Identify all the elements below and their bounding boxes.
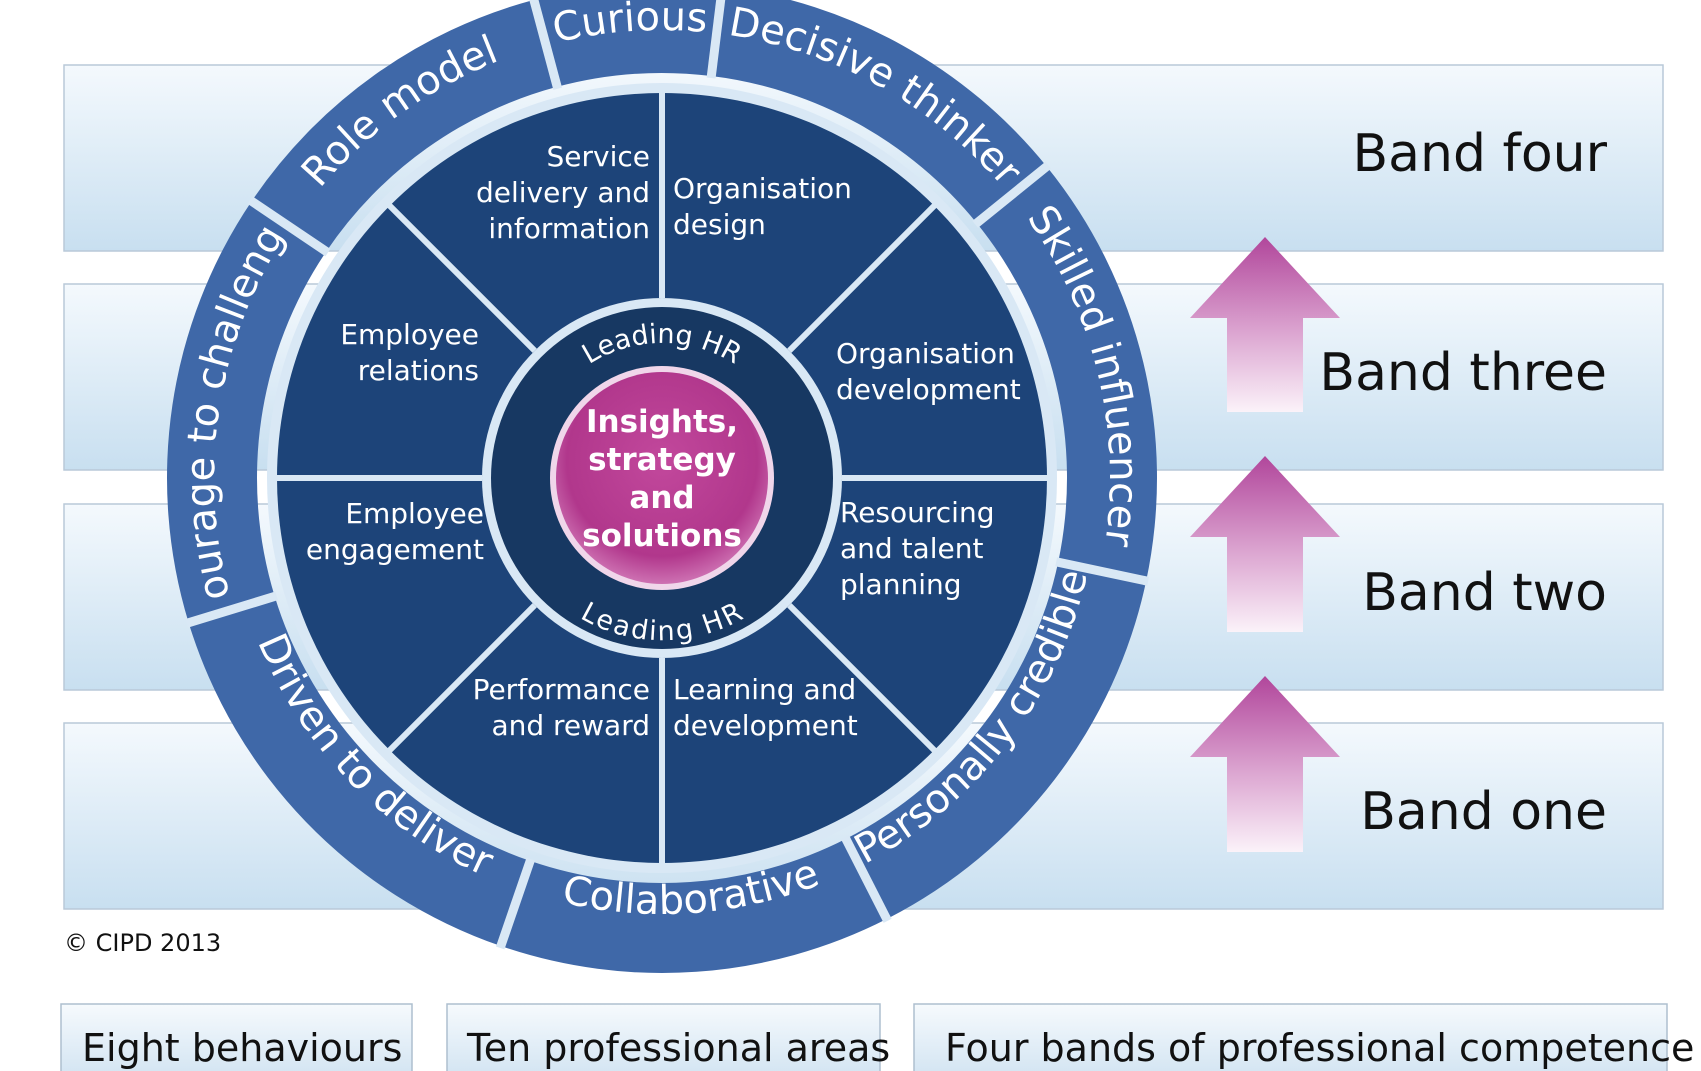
behaviour-divider bbox=[529, 0, 563, 90]
behaviour-segment-collaborative bbox=[500, 838, 887, 974]
footer-behaviours-label: Eight behaviours bbox=[82, 1026, 402, 1070]
up-arrow-icon bbox=[1190, 676, 1340, 852]
band-one-label: Band one bbox=[1360, 782, 1607, 842]
behaviour-divider bbox=[840, 835, 892, 923]
behaviour-segment-driven-to-deliver bbox=[188, 596, 531, 947]
behaviour-segment-personally-credible bbox=[845, 562, 1147, 920]
area-divider bbox=[386, 603, 537, 754]
footer-areas-box bbox=[446, 1003, 881, 1071]
footer-bands-label: Four bands of professional competence bbox=[945, 1026, 1694, 1070]
behaviour-divider bbox=[185, 591, 278, 628]
footer-behaviours-box bbox=[60, 1003, 413, 1071]
up-arrow-icon bbox=[1190, 237, 1340, 412]
band-two-label: Band two bbox=[1362, 563, 1607, 623]
area-divider bbox=[386, 202, 537, 353]
behaviour-segment-skilled-influencer bbox=[976, 166, 1158, 581]
up-arrow-icon bbox=[1190, 456, 1340, 632]
behaviour-divider bbox=[1055, 557, 1150, 586]
band-four-label: Band four bbox=[1353, 124, 1608, 184]
footer-areas-label: Ten professional areas bbox=[466, 1026, 890, 1070]
area-divider bbox=[787, 202, 938, 353]
band-three-label: Band three bbox=[1319, 343, 1607, 403]
behaviour-segment-decisive-thinker bbox=[711, 0, 1047, 224]
behaviour-segment-curious bbox=[533, 0, 721, 87]
behaviour-segment-role-model bbox=[251, 0, 558, 252]
behaviour-divider bbox=[706, 0, 726, 79]
behaviour-divider bbox=[495, 857, 536, 950]
behaviour-segment-courage-to-challenge bbox=[166, 201, 327, 623]
core-circle bbox=[556, 372, 768, 584]
behaviour-divider bbox=[247, 196, 331, 257]
copyright: © CIPD 2013 bbox=[64, 929, 221, 957]
behaviour-divider bbox=[972, 161, 1052, 228]
footer-bands-box bbox=[913, 1003, 1668, 1071]
area-divider bbox=[787, 603, 938, 754]
